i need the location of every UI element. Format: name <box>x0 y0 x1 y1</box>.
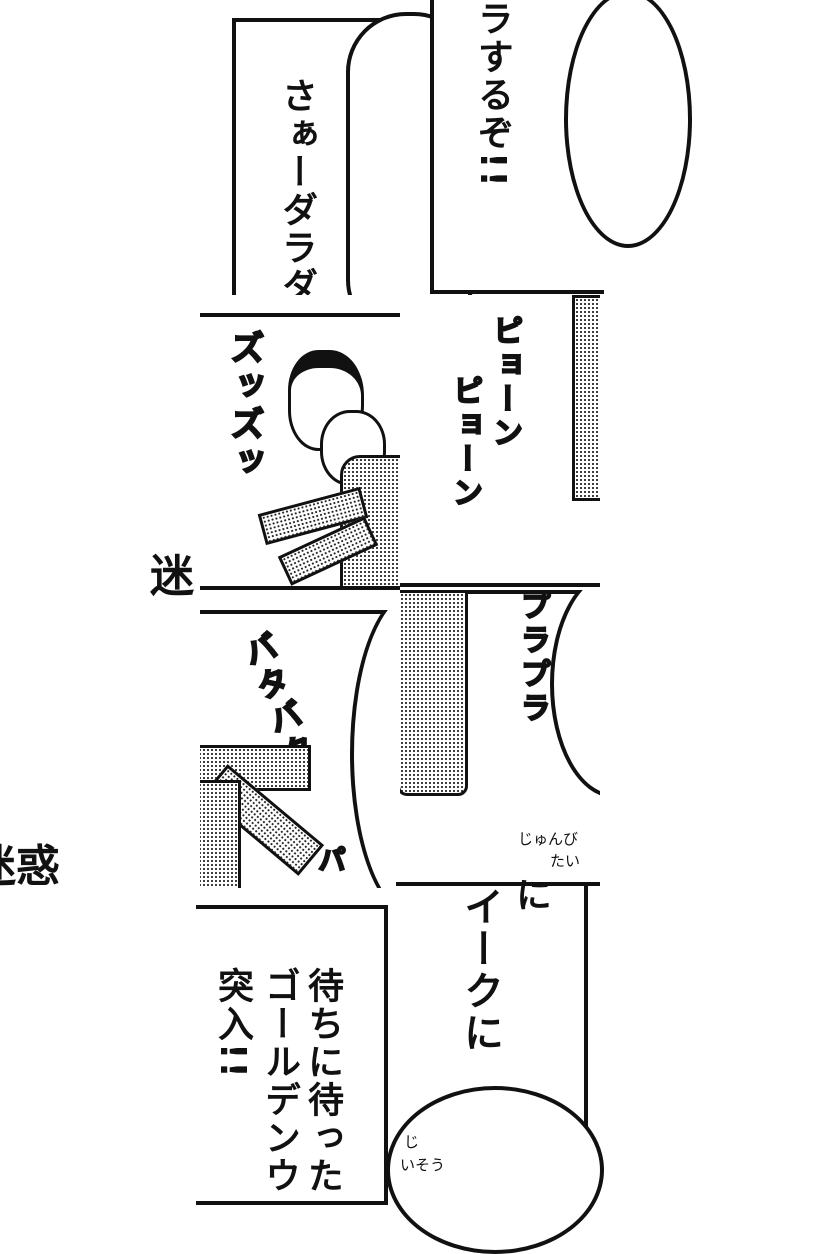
sound-effect: ズッズッ <box>223 329 265 483</box>
body <box>200 780 241 888</box>
sound-effect: ピョーン <box>446 374 483 512</box>
panel-7-text: ゴールデンウ <box>259 967 300 1195</box>
title-fragment: 迷惑 <box>0 841 60 892</box>
panel-1-text: さぁーダラダ <box>276 77 317 305</box>
handwritten-note: たい <box>550 852 581 870</box>
panel-6: プラプラ じゅんび たい <box>400 590 600 888</box>
sound-effect: プラプラ <box>514 590 551 727</box>
panel-border <box>400 590 600 594</box>
panel-8-text: に <box>510 876 551 914</box>
handwritten-note: じ <box>404 1133 420 1151</box>
panel-border <box>200 610 400 614</box>
title-fragment: 迷 <box>150 551 194 602</box>
panel-8-text: イークに <box>457 886 503 1054</box>
panel-border <box>400 583 600 587</box>
panel-7-text: 突入!! <box>212 967 253 1080</box>
panel-1: さぁーダラダ <box>232 12 474 340</box>
speech-bubble <box>564 0 692 248</box>
panel-5: バタバタ パ <box>200 610 400 888</box>
panel-7-text: 待ちに待った <box>302 967 343 1195</box>
panel-2-text: ラするぞ!! <box>472 0 513 189</box>
panel-8: に イークに じ いそう <box>386 876 604 1254</box>
speech-bubble <box>350 610 400 888</box>
leg <box>572 295 600 501</box>
panel-3: ズッズッ <box>200 295 400 590</box>
panel-border <box>200 313 400 317</box>
sound-effect: ピョーン <box>486 314 523 452</box>
handwritten-note: いそう <box>400 1156 446 1174</box>
handwritten-note: じゅんび <box>518 830 579 848</box>
panel-4: ピョーン ピョーン <box>400 295 600 590</box>
speech-bubble <box>550 590 600 798</box>
panel-7: 待ちに待った ゴールデンウ 突入!! <box>196 905 388 1205</box>
legs <box>400 590 468 796</box>
panel-2: ラするぞ!! <box>430 0 692 294</box>
sound-effect: パ <box>313 844 348 878</box>
panel-border <box>200 586 400 590</box>
